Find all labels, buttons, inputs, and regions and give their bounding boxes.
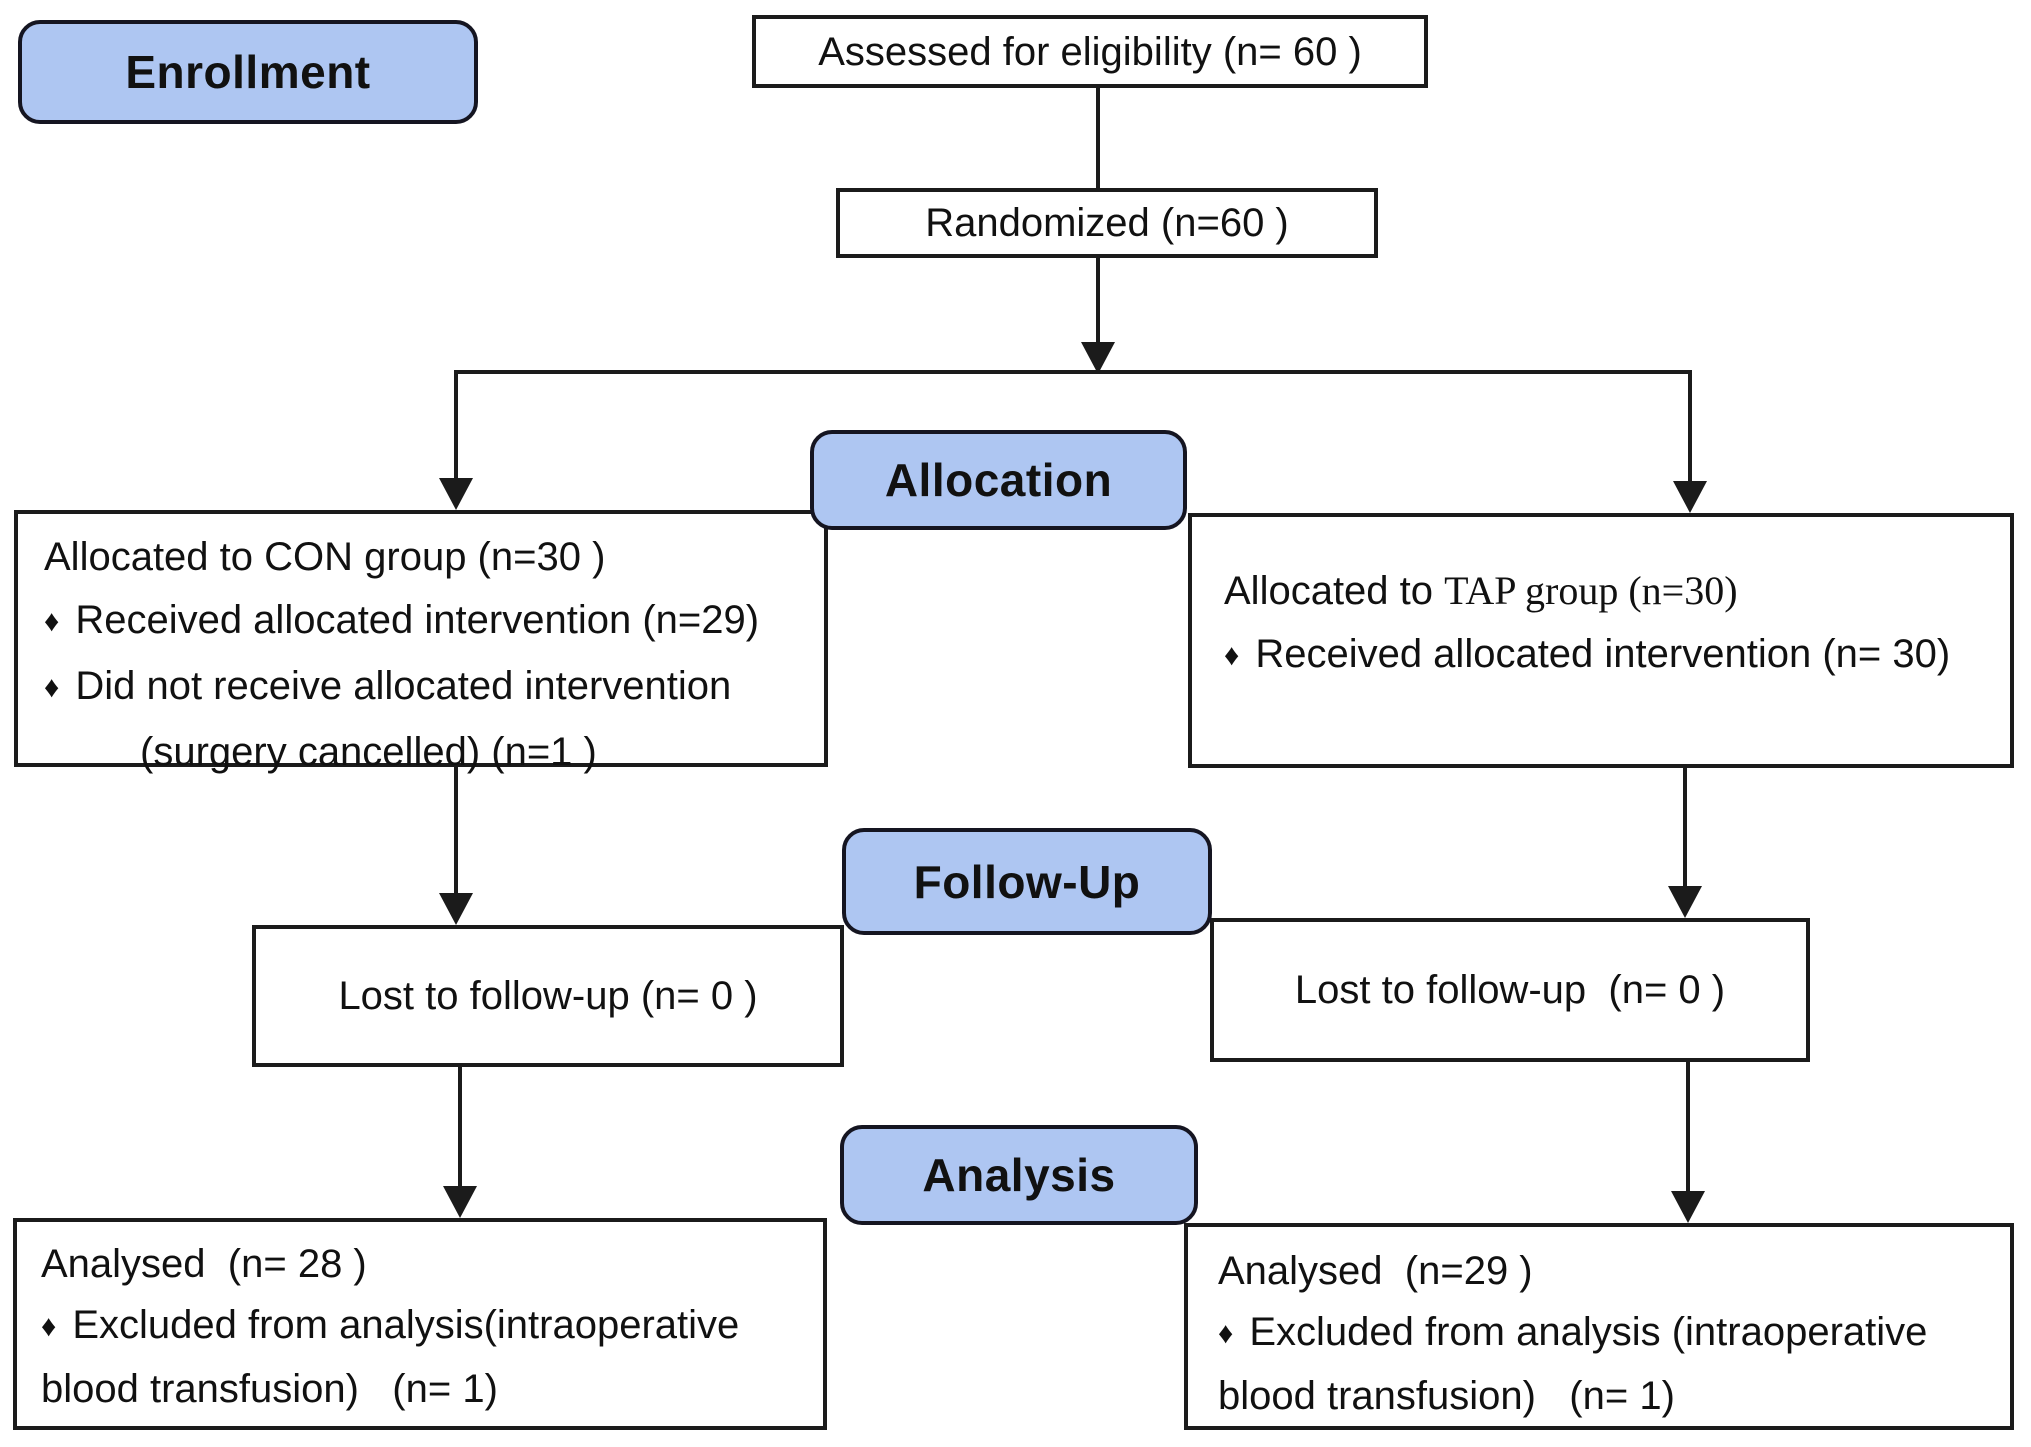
con-analysis-bullet-1-continued: blood transfusion) (n= 1) (41, 1367, 498, 1411)
tap-analysis-bullet-1-continued: blood transfusion) (n= 1) (1218, 1374, 1675, 1418)
stage-label-enrollment: Enrollment (18, 20, 478, 124)
diamond-bullet-icon: ♦ (1218, 1317, 1234, 1350)
tap-group-allocation-box: Allocated to TAP group (n=30) ♦Received … (1188, 513, 2014, 768)
randomized-box: Randomized (n=60 ) (836, 188, 1378, 258)
arrowhead-tap-analysis (1671, 1191, 1705, 1223)
diamond-bullet-icon: ♦ (1224, 639, 1240, 672)
diamond-bullet-icon: ♦ (44, 671, 60, 704)
arrowhead-tap-followup (1668, 886, 1702, 918)
diamond-bullet-icon: ♦ (41, 1310, 57, 1343)
con-allocation-bullet-1: ♦Received allocated intervention (n=29) (44, 589, 810, 655)
con-analysis-bullet-1: ♦Excluded from analysis(intraoperative (41, 1295, 815, 1359)
randomized-text: Randomized (n=60 ) (925, 201, 1289, 245)
con-allocation-bullet-2: ♦Did not receive allocated intervention (44, 655, 810, 721)
followup-label-text: Follow-Up (913, 855, 1141, 908)
tap-lost-to-followup-box: Lost to follow-up (n= 0 ) (1210, 918, 1810, 1062)
assessed-text: Assessed for eligibility (n= 60 ) (818, 29, 1362, 74)
tap-analysis-bullet-1: ♦Excluded from analysis (intraoperative (1218, 1302, 2002, 1366)
tap-analysed-box: Analysed (n=29 ) ♦Excluded from analysis… (1184, 1223, 2014, 1430)
assessed-for-eligibility-box: Assessed for eligibility (n= 60 ) (752, 15, 1428, 88)
tap-followup-text: Lost to follow-up (n= 0 ) (1294, 968, 1726, 1012)
stage-label-followup: Follow-Up (842, 828, 1212, 935)
arrowhead-con-allocation (439, 478, 473, 510)
tap-allocation-title-serif: TAP group (n=30) (1444, 568, 1738, 613)
analysis-label-text: Analysis (922, 1149, 1116, 1201)
arrowhead-con-followup (439, 893, 473, 925)
arrowhead-tap-allocation (1673, 481, 1707, 513)
con-lost-to-followup-box: Lost to follow-up (n= 0 ) (252, 925, 844, 1067)
diamond-bullet-icon: ♦ (44, 605, 60, 638)
tap-allocation-title: Allocated to TAP group (n=30) (1224, 568, 1738, 613)
con-group-allocation-box: Allocated to CON group (n=30 ) ♦Received… (14, 510, 828, 774)
arrowhead-con-analysis (443, 1186, 477, 1218)
tap-analysis-title: Analysed (n=29 ) (1218, 1249, 1533, 1293)
arrowhead-branch-point (1081, 342, 1115, 374)
enrollment-label-text: Enrollment (125, 46, 371, 98)
con-allocation-bullet-2-continued: (surgery cancelled) (n=1 ) (140, 730, 597, 774)
con-followup-text: Lost to follow-up (n= 0 ) (338, 974, 758, 1018)
tap-allocation-bullet-1: ♦Received allocated intervention (n= 30) (1224, 623, 1996, 689)
allocation-label-text: Allocation (884, 454, 1113, 506)
stage-label-analysis: Analysis (840, 1125, 1198, 1225)
con-analysed-box: Analysed (n= 28 ) ♦Excluded from analysi… (13, 1218, 827, 1430)
con-allocation-title: Allocated to CON group (n=30 ) (44, 535, 606, 579)
con-analysis-title: Analysed (n= 28 ) (41, 1242, 367, 1286)
stage-label-allocation: Allocation (810, 430, 1187, 530)
